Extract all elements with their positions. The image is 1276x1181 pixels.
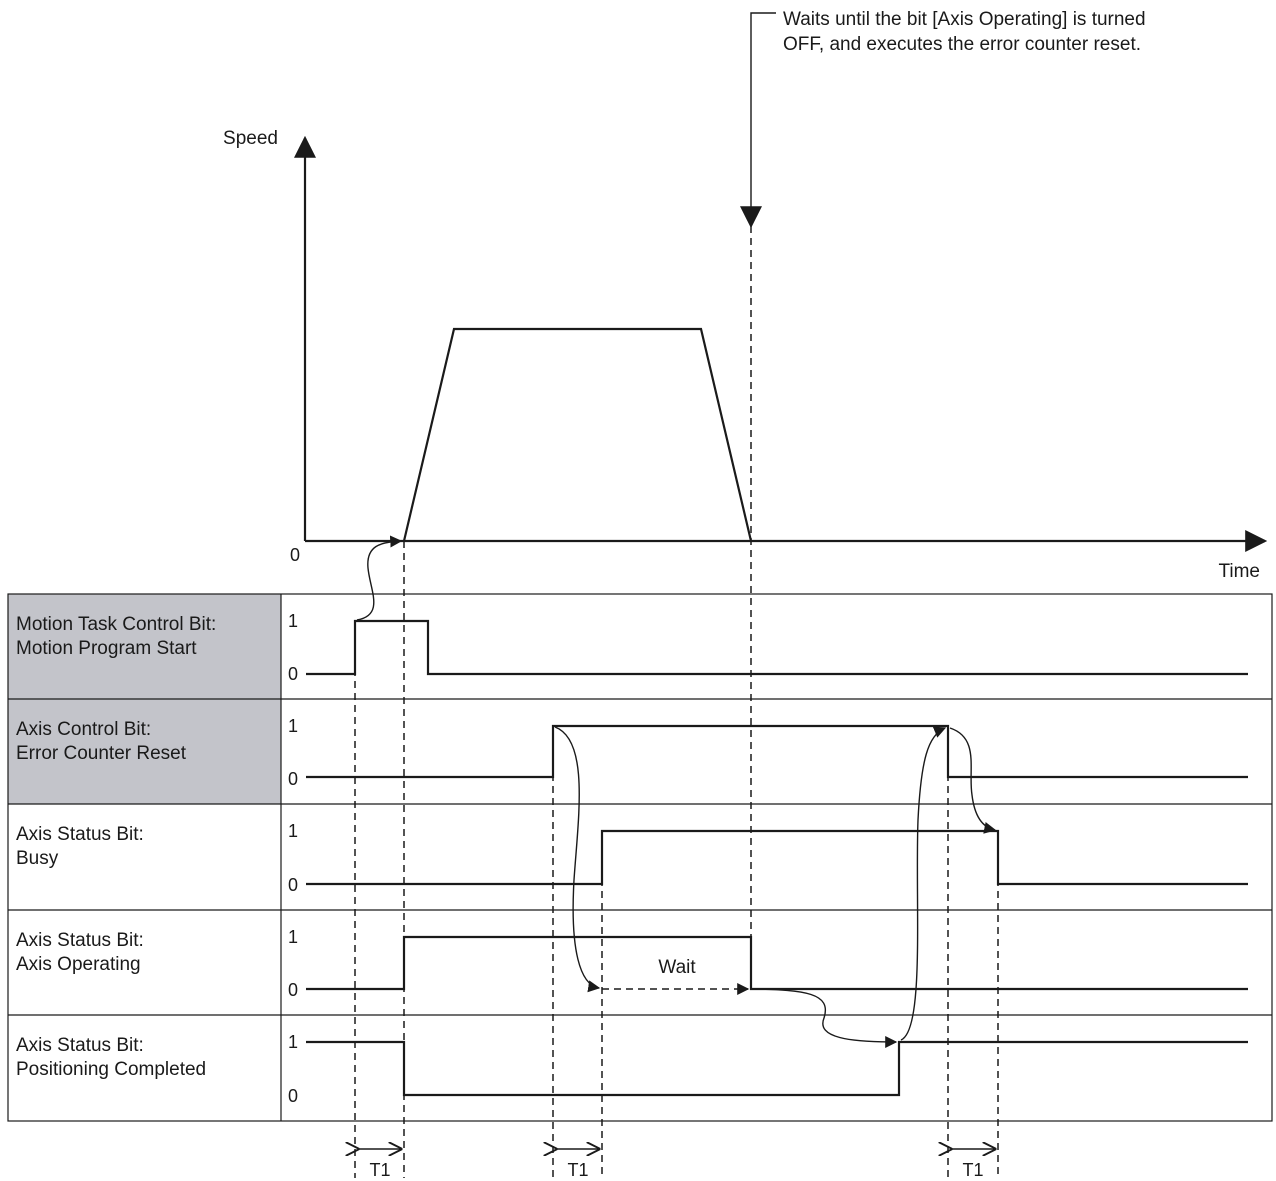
level-low: 0 (288, 1086, 298, 1106)
waveform-axis-operating (306, 935, 1248, 991)
row-label-error-counter-line2: Error Counter Reset (16, 743, 187, 764)
cause-arrows (356, 535, 997, 1048)
level-low: 0 (288, 875, 298, 895)
note-line-2: OFF, and executes the error counter rese… (783, 34, 1141, 55)
operating-to-completed-arrow (752, 988, 898, 1048)
row-label-error-counter-line1: Axis Control Bit: (16, 719, 151, 740)
time-axis-label: Time (1218, 561, 1260, 582)
level-high: 1 (288, 927, 298, 947)
origin-label: 0 (290, 545, 300, 565)
speed-axis-label: Speed (223, 128, 278, 149)
note-line-1: Waits until the bit [Axis Operating] is … (783, 9, 1146, 30)
speed-profile-trapezoid (402, 327, 753, 542)
wait-label: Wait (658, 957, 696, 978)
t1-label: T1 (962, 1160, 983, 1180)
level-high: 1 (288, 821, 298, 841)
row-label-busy-line1: Axis Status Bit: (16, 824, 144, 845)
table-border (7, 593, 1273, 1122)
reset-to-busy-arrow (949, 727, 997, 834)
level-high: 1 (288, 716, 298, 736)
level-low: 0 (288, 664, 298, 684)
waveform-busy (306, 829, 1248, 886)
completed-to-reset-arrow (900, 726, 947, 1041)
t1-intervals: T1 T1 T1 (358, 1149, 995, 1180)
row-label-positioning-line2: Positioning Completed (16, 1059, 206, 1080)
waveform-motion-program-start (306, 619, 1248, 676)
timing-guides (354, 226, 999, 1178)
level-low: 0 (288, 980, 298, 1000)
note-callout-arrow (740, 12, 776, 229)
start-to-motion-arrow (356, 535, 403, 621)
t1-label: T1 (369, 1160, 390, 1180)
t1-label: T1 (567, 1160, 588, 1180)
row-label-positioning-line1: Axis Status Bit: (16, 1035, 144, 1056)
level-high: 1 (288, 1032, 298, 1052)
waveform-positioning-completed (306, 1040, 1248, 1097)
speed-graph: Speed Time 0 Waits until the bit [Axis O… (223, 9, 1268, 582)
row-label-axis-operating-line2: Axis Operating (16, 954, 141, 975)
row-label-motion-task-line2: Motion Program Start (16, 638, 197, 659)
level-low: 0 (288, 769, 298, 789)
timing-table: Motion Task Control Bit: Motion Program … (7, 593, 1273, 1122)
row-label-motion-task-line1: Motion Task Control Bit: (16, 614, 216, 635)
waveform-error-counter-reset (306, 724, 1248, 779)
reset-to-wait-arrow (554, 726, 601, 993)
row-label-axis-operating-line1: Axis Status Bit: (16, 930, 144, 951)
row-label-busy-line2: Busy (16, 848, 59, 869)
level-high: 1 (288, 611, 298, 631)
